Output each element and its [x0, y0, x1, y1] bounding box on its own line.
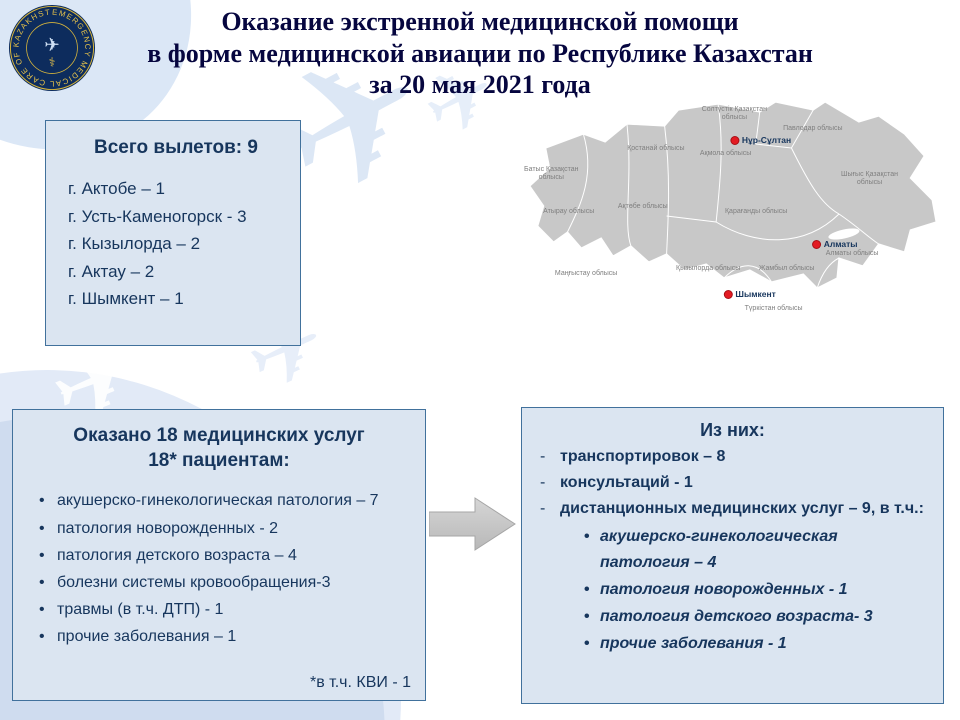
map-city-almaty: Алматы: [811, 239, 858, 249]
breakdown-panel: Из них: транспортировок – 8 консультаций…: [521, 407, 944, 704]
flights-list-item: г. Шымкент – 1: [68, 289, 184, 309]
map-city-nur-sultan: Нұр-Сұлтан: [729, 135, 792, 146]
map-city-shymkent: Шымкент: [723, 289, 776, 299]
flights-list-item: г. Актау – 2: [68, 261, 155, 281]
services-list-item: патология новорожденных - 2: [39, 515, 413, 542]
city-label: Нұр-Сұлтан: [741, 135, 792, 146]
services-title: Оказано 18 медицинских услуг 18* пациент…: [25, 424, 413, 473]
logo-airplane-icon: ✈: [44, 34, 60, 55]
slide-title-line-3: за 20 мая 2021 года: [369, 70, 591, 100]
breakdown-sublist-item: патология новорожденных - 1: [584, 577, 929, 604]
covid-footnote: *в т.ч. КВИ - 1: [309, 674, 411, 691]
services-list-item: болезни системы кровообращения-3: [39, 569, 413, 596]
logo-caduceus-icon: ⚕: [49, 55, 56, 70]
kazakhstan-map: Батыс Қазақстан облысы Атырау облысы Маң…: [512, 84, 948, 334]
breakdown-sublist-item: прочие заболевания - 1: [584, 631, 929, 658]
city-label: Шымкент: [735, 289, 776, 299]
kazakhstan-map-shape: [529, 101, 937, 289]
organization-logo: EMERGENCY MEDICAL CARE OF KAZAKHSTAN ✈ ⚕: [8, 4, 96, 92]
right-arrow-icon: [429, 497, 516, 551]
services-list-item: травмы (в т.ч. ДТП) - 1: [39, 596, 413, 623]
services-title-line-2: 18* пациентам:: [148, 449, 290, 471]
services-title-line-1: Оказано 18 медицинских услуг: [73, 425, 365, 446]
breakdown-sublist: акушерско-гинекологическая патология – 4…: [536, 524, 929, 658]
flights-list-item: г. Актобе – 1: [68, 179, 165, 198]
services-list-item: прочие заболевания – 1: [39, 623, 413, 650]
breakdown-list-item: транспортировок – 8: [536, 445, 929, 468]
slide-title-line-2: в форме медицинской авиации по Республик…: [147, 38, 813, 68]
total-flights-title: Всего вылетов: 9: [94, 137, 258, 158]
flights-list-item: г. Усть-Каменогорск - 3: [68, 206, 247, 226]
total-flights-panel: Всего вылетов: 9 г. Актобе – 1 г. Усть-К…: [45, 120, 301, 346]
breakdown-sublist-item: патология детского возраста- 3: [584, 604, 929, 631]
flights-list-item: г. Кызылорда – 2: [68, 234, 201, 254]
breakdown-list: транспортировок – 8 консультаций - 1 дис…: [536, 445, 929, 521]
services-provided-panel: Оказано 18 медицинских услуг 18* пациент…: [12, 409, 426, 701]
breakdown-list-item: консультаций - 1: [536, 471, 929, 494]
city-dot-icon: [811, 239, 821, 249]
services-list-item: акушерско-гинекологическая патология – 7: [39, 487, 413, 514]
slide-title-line-1: Оказание экстренной медицинской помощи: [221, 7, 739, 36]
services-list-item: патология детского возраста – 4: [39, 542, 413, 569]
city-label: Алматы: [823, 239, 858, 249]
services-list: акушерско-гинекологическая патология – 7…: [25, 487, 413, 650]
city-dot-icon: [723, 289, 733, 299]
breakdown-sublist-item: акушерско-гинекологическая патология – 4: [584, 524, 929, 578]
city-dot-icon: [729, 135, 739, 145]
breakdown-list-item: дистанционных медицинских услуг – 9, в т…: [536, 497, 929, 520]
flights-list: г. Актобе – 1 г. Усть-Каменогорск - 3 г.…: [60, 175, 292, 313]
breakdown-title: Из них:: [700, 420, 765, 440]
slide-title: Оказание экстренной медицинской помощи в…: [100, 6, 860, 101]
